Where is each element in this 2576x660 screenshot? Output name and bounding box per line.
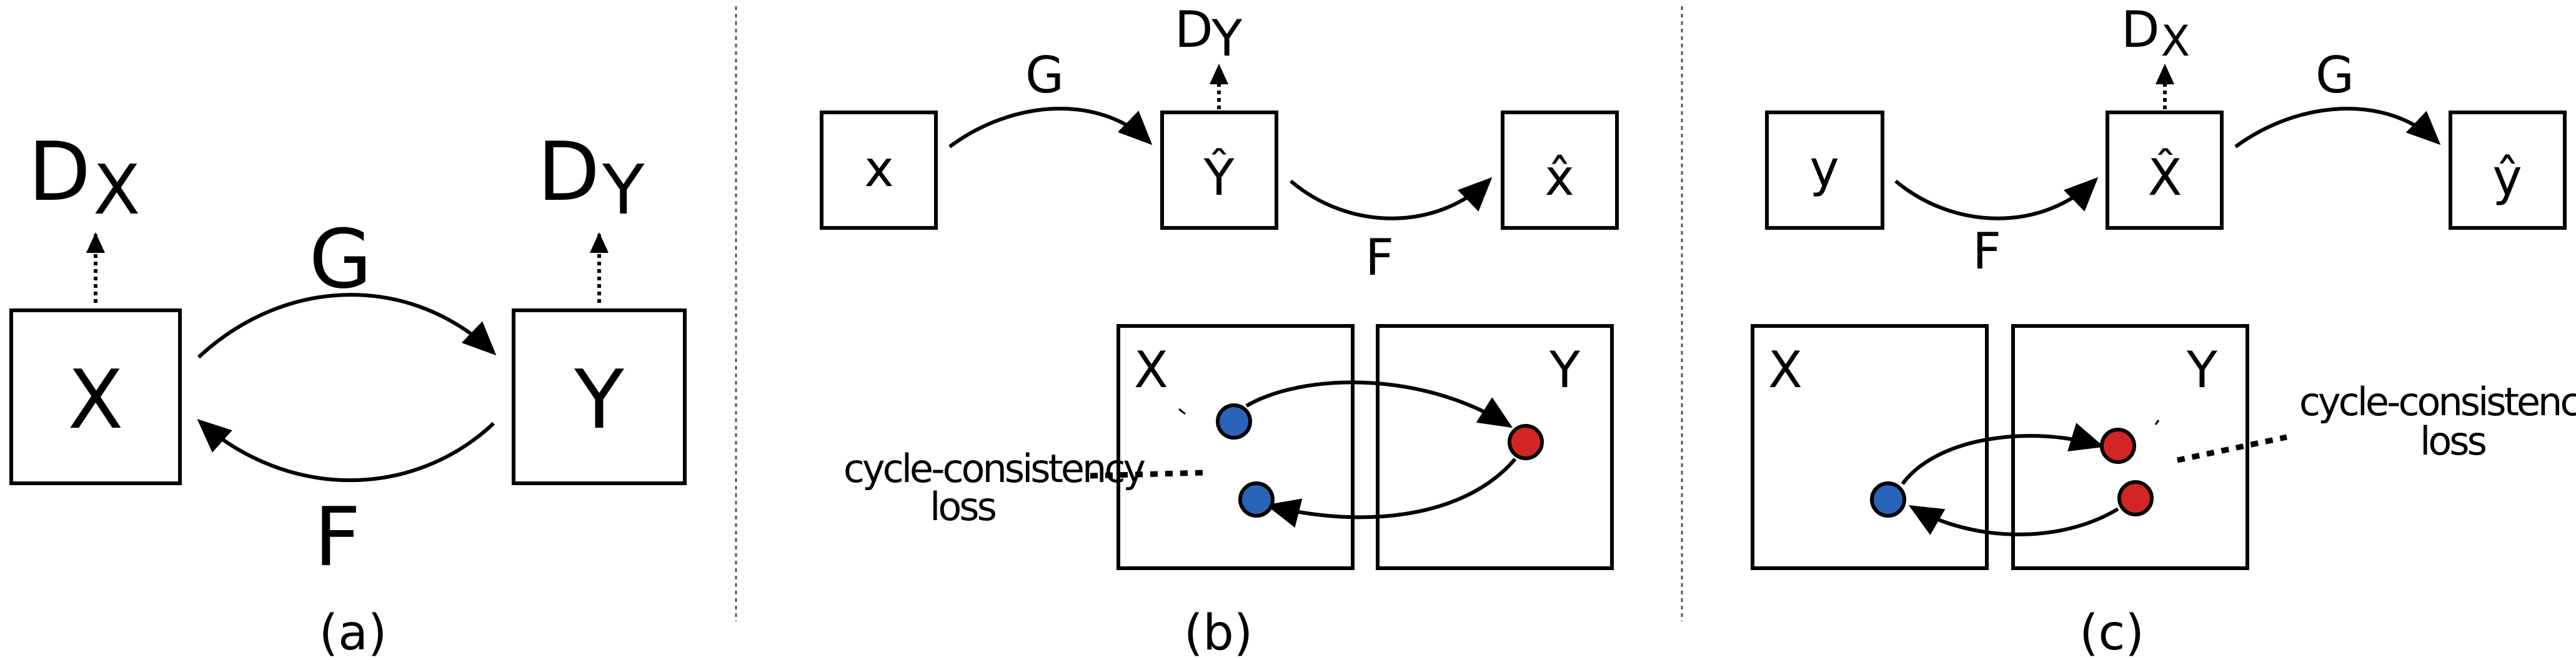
panel-a: X Y DX DY G F (a): [9, 124, 687, 660]
domain-y-region: [2011, 324, 2249, 570]
reconstructed-point: [2117, 480, 2154, 516]
domain-x-label: X: [67, 352, 123, 447]
mapping-f-arrow: [1894, 177, 2099, 220]
domain-y-region-label: Y: [1549, 341, 1581, 399]
generated-y-label: Ŷ: [1203, 148, 1235, 207]
forward-mapping-curve: [1245, 380, 1513, 428]
input-x-label: x: [864, 140, 893, 198]
panel-a-caption: (a): [319, 605, 387, 660]
input-y-box: [1765, 111, 1884, 230]
reconstructed-x-box: [1501, 111, 1619, 230]
source-point: [1870, 481, 1906, 518]
domain-y-region-label: Y: [2186, 341, 2218, 399]
generated-x-label: X̂: [2148, 147, 2182, 207]
cycle-loss-label: cycle-consistency: [843, 446, 1145, 491]
domain-y-box: [512, 308, 687, 485]
mapping-g-label: G: [2315, 46, 2354, 104]
panel-c-caption: (c): [2079, 605, 2144, 660]
reconstructed-x-label: x̂: [1544, 149, 1574, 207]
mapping-f-label: F: [1365, 229, 1394, 287]
backward-mapping-curve: [1908, 505, 2119, 536]
mapping-f-label: F: [314, 490, 361, 584]
panel-b: x Ŷ x̂ DY G F X Y cycle-consistency loss…: [820, 1, 1619, 660]
mapping-f-arrow: [1290, 177, 1493, 220]
domain-x-region: [1751, 324, 1989, 570]
domain-x-region-label: X: [1134, 341, 1168, 399]
generated-y-box: [1160, 111, 1278, 230]
domain-y-label: Y: [574, 352, 624, 447]
translated-point: [1508, 424, 1544, 460]
mapping-f-arrow: [197, 419, 495, 483]
discriminator-x-label: DX: [28, 124, 140, 230]
backward-mapping-curve: [1266, 458, 1517, 528]
reconstructed-y-label: ŷ: [2492, 149, 2522, 207]
domain-y-region: [1376, 324, 1614, 570]
reconstructed-y-box: [2449, 111, 2567, 230]
forward-mapping-curve: [1901, 423, 2104, 485]
input-x-box: [820, 111, 938, 230]
panel-c: y X̂ ŷ DX F G X Y cycle-consistency loss…: [1751, 1, 2576, 660]
source-point: [1216, 403, 1252, 440]
mapping-g-arrow: [2234, 107, 2441, 149]
translated-point: [2100, 428, 2136, 464]
discriminator-y-label: DY: [537, 124, 645, 230]
tick-mark: [1178, 408, 1186, 415]
mapping-f-label: F: [1972, 222, 2001, 280]
cycle-loss-label: cycle-consistency: [2299, 379, 2576, 425]
generated-x-box: [2106, 111, 2224, 230]
cycle-loss-link: [2177, 434, 2287, 463]
cycle-loss-label-line2: loss: [930, 484, 995, 529]
input-y-label: y: [1809, 140, 1839, 198]
discriminator-x-label: DX: [2121, 1, 2190, 66]
mapping-g-label: G: [309, 212, 372, 307]
mapping-g-label: G: [1025, 46, 1064, 104]
mapping-g-arrow: [948, 107, 1153, 149]
cycle-loss-link: [1090, 470, 1203, 479]
domain-x-box: [9, 308, 182, 485]
mapping-g-arrow: [197, 293, 497, 359]
discriminator-y-label: DY: [1175, 1, 1243, 67]
domain-x-region: [1116, 324, 1355, 570]
reconstructed-point: [1238, 481, 1275, 518]
panel-b-caption: (b): [1184, 605, 1253, 660]
tick-mark: [2154, 420, 2160, 425]
domain-x-region-label: X: [1768, 341, 1803, 399]
cycle-loss-label-line2: loss: [2420, 418, 2485, 464]
